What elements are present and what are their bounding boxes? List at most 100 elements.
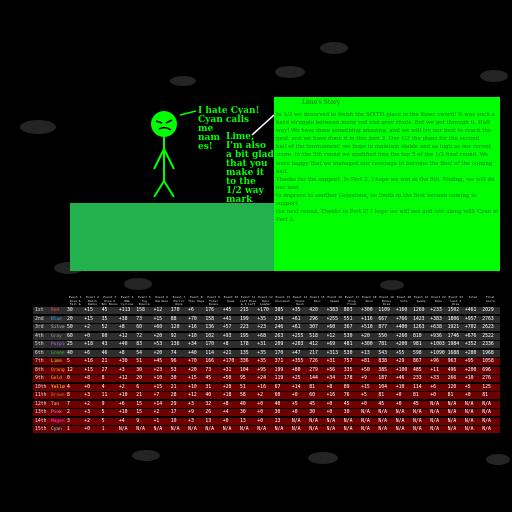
score-cell: 981 bbox=[413, 342, 422, 347]
score-cell: 485 bbox=[413, 367, 422, 373]
speech-line: to the bbox=[226, 177, 256, 187]
score-cell: +676 bbox=[464, 333, 477, 339]
score-cell: +60 bbox=[326, 325, 336, 330]
score-cell: N/A bbox=[395, 427, 405, 432]
column-header: Final Score bbox=[485, 295, 495, 303]
score-cell: N/A bbox=[430, 418, 439, 424]
lime-speech: I hate Cyan! Cyan calls me nam es! bbox=[198, 107, 259, 152]
score-cell: 30 bbox=[274, 410, 281, 415]
score-cell: 72 bbox=[136, 333, 142, 339]
score-cell: +8 bbox=[118, 350, 125, 356]
score-cell: +352 bbox=[464, 342, 477, 347]
score-cell: N/A bbox=[482, 427, 491, 432]
score-cell: 335 bbox=[343, 367, 353, 373]
score-cell: 158 bbox=[205, 316, 215, 322]
score-cell: 53 bbox=[170, 367, 177, 373]
score-cell: 31 bbox=[205, 384, 212, 390]
score-cell: +0 bbox=[257, 418, 264, 424]
score-cell: +34 bbox=[188, 342, 197, 347]
score-cell: +8 bbox=[326, 384, 333, 390]
team-name-cell: Brown bbox=[51, 393, 65, 398]
score-cell: 7 bbox=[67, 401, 70, 407]
score-cell: 1109 bbox=[378, 308, 390, 313]
score-cell: +233 bbox=[430, 308, 442, 313]
column-header: Event 12 Runs Leader bbox=[258, 295, 273, 306]
score-cell: 1984 bbox=[447, 342, 460, 347]
score-cell: +3 bbox=[188, 418, 194, 424]
table-row: 5thPurple25+1843+4083+53136+34170+8178+3… bbox=[33, 341, 500, 348]
column-header: Event 17 Ring Final bbox=[344, 295, 360, 306]
score-cell: +100 bbox=[395, 367, 408, 373]
score-cell: +7 bbox=[153, 393, 160, 398]
score-cell: +60 bbox=[153, 325, 163, 330]
column-header: Event 9 Total Bonus bbox=[207, 295, 220, 306]
score-cell: +300 bbox=[361, 308, 373, 313]
score-cell: 20 bbox=[67, 316, 73, 322]
score-cell: 21 bbox=[170, 384, 177, 390]
score-cell: +16 bbox=[326, 393, 336, 398]
score-cell: 60 bbox=[274, 393, 281, 398]
speech-line: I hate Cyan! bbox=[198, 106, 260, 116]
score-cell: +0 bbox=[430, 393, 437, 398]
score-cell: 74 bbox=[170, 350, 177, 356]
score-cell: +400 bbox=[395, 325, 408, 330]
story-line: goal, and we have done it in this part 2… bbox=[276, 136, 480, 143]
score-cell: +15 bbox=[153, 384, 163, 390]
score-cell: +53 bbox=[153, 342, 163, 347]
background-cloud bbox=[170, 76, 196, 86]
team-name-cell: Tan bbox=[51, 401, 60, 407]
score-cell: +35 bbox=[257, 316, 266, 322]
score-cell: 45 bbox=[309, 401, 315, 407]
speech-pointer bbox=[251, 114, 274, 136]
score-cell: 81 bbox=[447, 393, 454, 398]
score-cell: 170 bbox=[274, 350, 284, 356]
score-cell: 136 bbox=[170, 342, 180, 347]
score-cell: +8 bbox=[222, 342, 229, 347]
column-header: Total bbox=[468, 295, 478, 299]
score-cell: +260 bbox=[395, 333, 408, 339]
score-cell: +3 bbox=[188, 401, 194, 407]
score-cell: 178 bbox=[343, 376, 353, 381]
score-cell: +40 bbox=[188, 350, 197, 356]
score-cell: 60 bbox=[309, 393, 315, 398]
speech-line: mark bbox=[226, 195, 253, 205]
score-cell: N/A bbox=[464, 427, 474, 432]
score-cell: 2336 bbox=[482, 342, 494, 347]
team-name-cell: Silver bbox=[51, 325, 65, 330]
score-cell: 144 bbox=[309, 376, 318, 381]
score-cell: 9 bbox=[101, 401, 105, 407]
score-cell: N/A bbox=[170, 427, 180, 432]
score-cell: +20 bbox=[361, 333, 370, 339]
score-cell: N/A bbox=[361, 410, 370, 415]
score-cell: +23 bbox=[257, 325, 266, 330]
score-cell: 21 bbox=[101, 359, 108, 364]
rank-cell: 7th bbox=[35, 359, 44, 364]
score-cell: 46 bbox=[101, 350, 108, 356]
score-cell: +41 bbox=[222, 316, 232, 322]
angry-face bbox=[155, 119, 173, 131]
score-cell: 20 bbox=[136, 376, 142, 381]
score-cell: 58 bbox=[240, 393, 246, 398]
score-cell: +300 bbox=[361, 342, 373, 347]
score-cell: 29 bbox=[170, 401, 177, 407]
speech-line: me bbox=[198, 124, 214, 134]
table-row: 10thYellow4+04+26+1521+1031+2051+1667+14… bbox=[33, 383, 500, 391]
score-cell: 371 bbox=[274, 359, 284, 364]
score-cell: 838 bbox=[378, 359, 388, 364]
score-cell: +936 bbox=[430, 333, 442, 339]
score-cell: 120 bbox=[170, 325, 180, 330]
score-cell: N/A bbox=[464, 401, 474, 407]
score-cell: +6 bbox=[188, 308, 194, 313]
column-header: Event 1 Rise & Fall & Max bbox=[68, 295, 82, 309]
score-cell: N/A bbox=[309, 427, 318, 432]
score-cell: +95 bbox=[464, 359, 474, 364]
score-cell: 166 bbox=[205, 359, 215, 364]
score-cell: +200 bbox=[464, 367, 477, 373]
score-cell: 667 bbox=[378, 316, 388, 322]
story-line: way! We have done something amazing, and… bbox=[276, 128, 492, 135]
score-cell: +35 bbox=[257, 359, 266, 364]
rank-cell: 1st bbox=[35, 308, 44, 313]
